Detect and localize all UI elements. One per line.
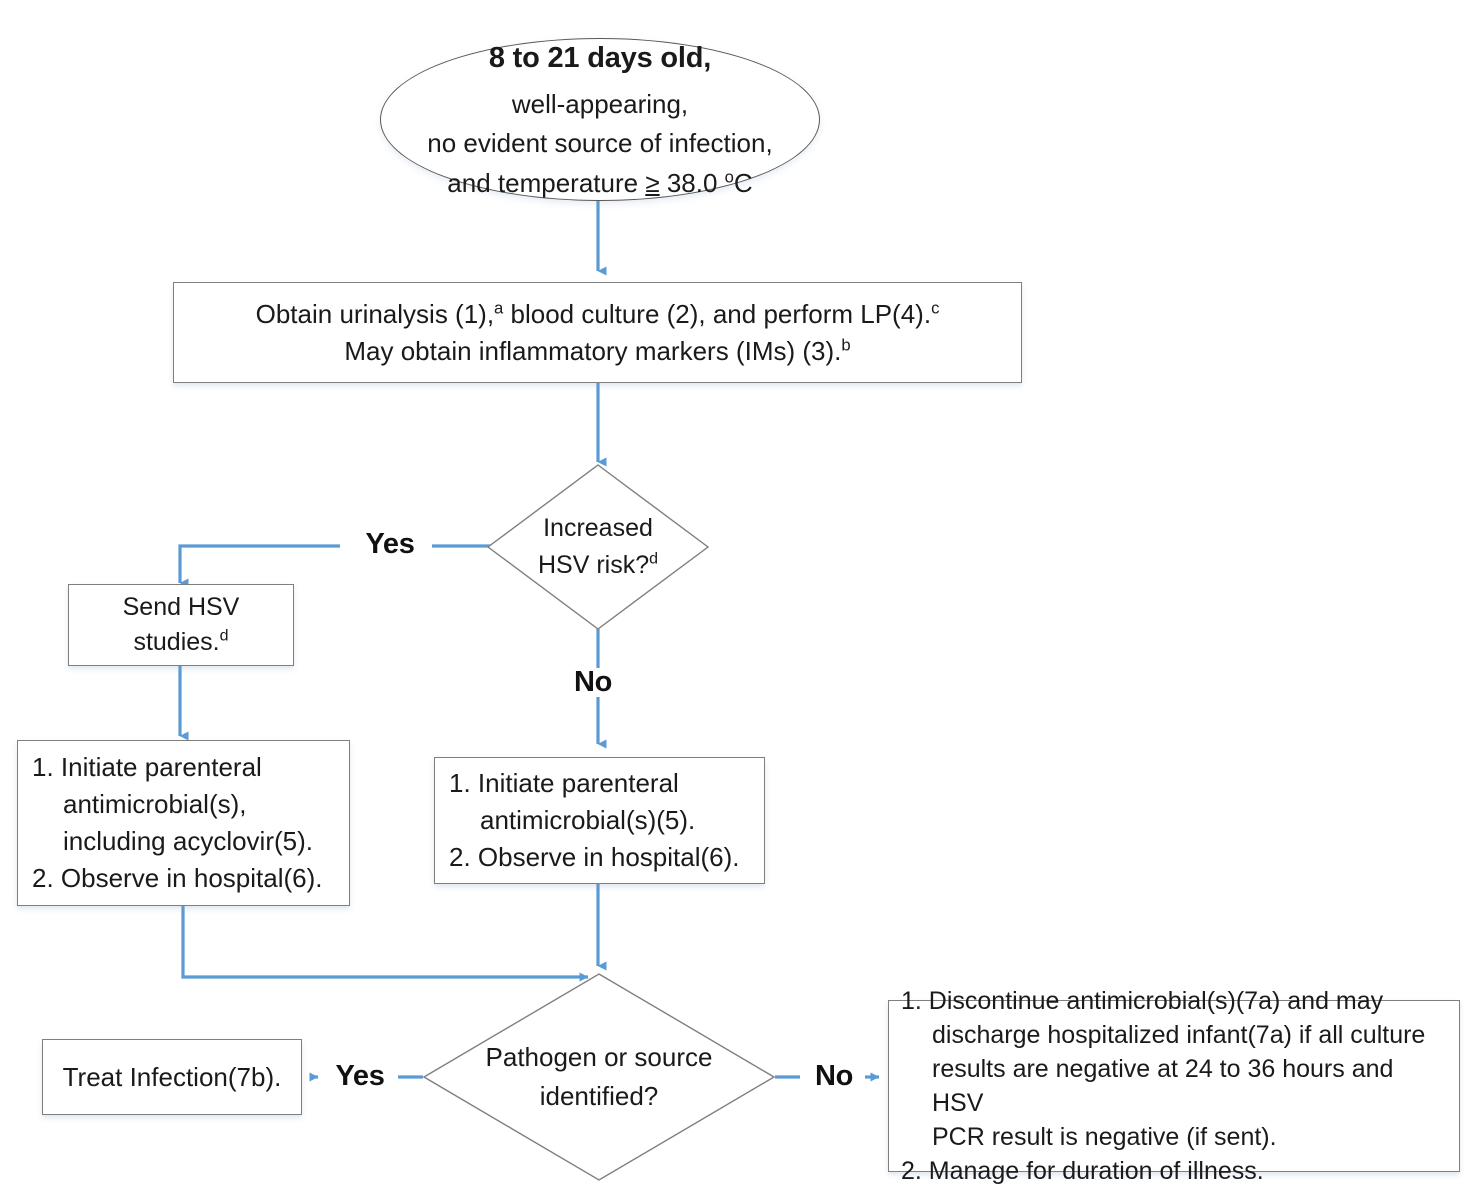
acyclovir-item-1: 1. Initiate parenteral antimicrobial(s),… <box>32 749 335 860</box>
pathogen-decision-line2: identified? <box>539 1081 659 1111</box>
node-treat-standard: 1. Initiate parenteral antimicrobial(s)(… <box>434 757 765 884</box>
discontinue-item1-l2: discharge hospitalized infant(7a) if all… <box>932 1021 1426 1049</box>
start-title: 8 to 21 days old, <box>488 41 712 74</box>
footnote-d-hsv: d <box>649 550 659 568</box>
treat-infection-label: Treat Infection(7b). <box>62 1061 282 1092</box>
workup-line1-a: Obtain urinalysis (1), <box>255 298 495 329</box>
discontinue-item1-l3: results are negative at 24 to 36 hours a… <box>932 1055 1394 1117</box>
footnote-c: c <box>931 297 940 317</box>
standard-item1-l2: antimicrobial(s)(5). <box>480 805 696 836</box>
node-treat-infection: Treat Infection(7b). <box>42 1039 302 1115</box>
node-pathogen-decision: Pathogen or source identified? <box>423 973 775 1181</box>
hsv-decision-line1: Increased <box>543 513 653 542</box>
start-line4-value: 38.0 <box>659 167 725 198</box>
start-line4-prefix: and temperature <box>447 167 646 198</box>
edge-label-hsv-yes: Yes <box>352 530 428 559</box>
discontinue-item1-l1: 1. Discontinue antimicrobial(s)(7a) and … <box>901 987 1384 1015</box>
pathogen-decision-line1: Pathogen or source <box>485 1042 713 1072</box>
edge-label-pathogen-no: No <box>803 1062 865 1091</box>
pathogen-decision-text: Pathogen or source identified? <box>458 973 740 1181</box>
degree-symbol: o <box>724 167 734 187</box>
edge-label-pathogen-yes: Yes <box>322 1062 398 1091</box>
workup-line1-b: blood culture (2), and perform LP(4). <box>503 298 932 329</box>
acyclovir-item1-l1: 1. Initiate parenteral <box>32 752 262 783</box>
start-line4-unit: C <box>733 167 753 198</box>
hsv-decision-line2: HSV risk? <box>537 551 650 579</box>
diamond-shape-pathogen <box>423 973 775 1181</box>
acyclovir-item1-l2: antimicrobial(s), <box>63 789 247 820</box>
node-treat-with-acyclovir: 1. Initiate parenteral antimicrobial(s),… <box>17 740 350 906</box>
diamond-shape-hsv <box>487 464 709 630</box>
node-workup-box: Obtain urinalysis (1),a blood culture (2… <box>173 282 1022 383</box>
edge-acyclovir-to-pathogen <box>181 906 589 982</box>
discontinue-item1-l4: PCR result is negative (if sent). <box>932 1123 1277 1151</box>
send-hsv-line2-text: studies. <box>133 628 220 656</box>
footnote-a: a <box>494 297 504 317</box>
node-hsv-decision: Increased HSV risk?d <box>487 464 709 630</box>
node-discontinue-antimicrobials: 1. Discontinue antimicrobial(s)(7a) and … <box>888 987 1460 1185</box>
edge-label-hsv-no: No <box>562 668 624 697</box>
discontinue-item-2: 2. Manage for duration of illness. <box>901 1157 1264 1185</box>
standard-item-2: 2. Observe in hospital(6). <box>449 841 740 872</box>
greater-equal-symbol: ≥ <box>645 167 660 198</box>
node-send-hsv-studies: Send HSV studies.d <box>68 584 294 666</box>
standard-item1-l1: 1. Initiate parenteral <box>449 768 679 799</box>
start-line3: no evident source of infection, <box>427 128 773 159</box>
acyclovir-item-2: 2. Observe in hospital(6). <box>32 862 323 893</box>
acyclovir-item1-l3: including acyclovir(5). <box>63 826 313 856</box>
footnote-b: b <box>841 334 851 354</box>
standard-item-1: 1. Initiate parenteral antimicrobial(s)(… <box>449 765 750 839</box>
discontinue-item-1: 1. Discontinue antimicrobial(s)(7a) and … <box>901 984 1447 1154</box>
workup-line-1: Obtain urinalysis (1),a blood culture (2… <box>174 296 1021 333</box>
workup-line-2: May obtain inflammatory markers (IMs) (3… <box>174 333 1021 370</box>
node-start-ellipse: 8 to 21 days old, well-appearing, no evi… <box>380 38 820 201</box>
hsv-decision-text: Increased HSV risk?d <box>527 464 669 630</box>
footnote-d-send: d <box>219 627 229 645</box>
workup-line2-a: May obtain inflammatory markers (IMs) (3… <box>344 335 842 366</box>
start-line2: well-appearing, <box>511 88 689 119</box>
send-hsv-line1: Send HSV <box>122 592 240 621</box>
edge-hsv-yes-2 <box>178 544 340 588</box>
start-line4: and temperature ≥ 38.0 oC <box>447 168 752 198</box>
send-hsv-line2: studies.d <box>69 625 293 661</box>
